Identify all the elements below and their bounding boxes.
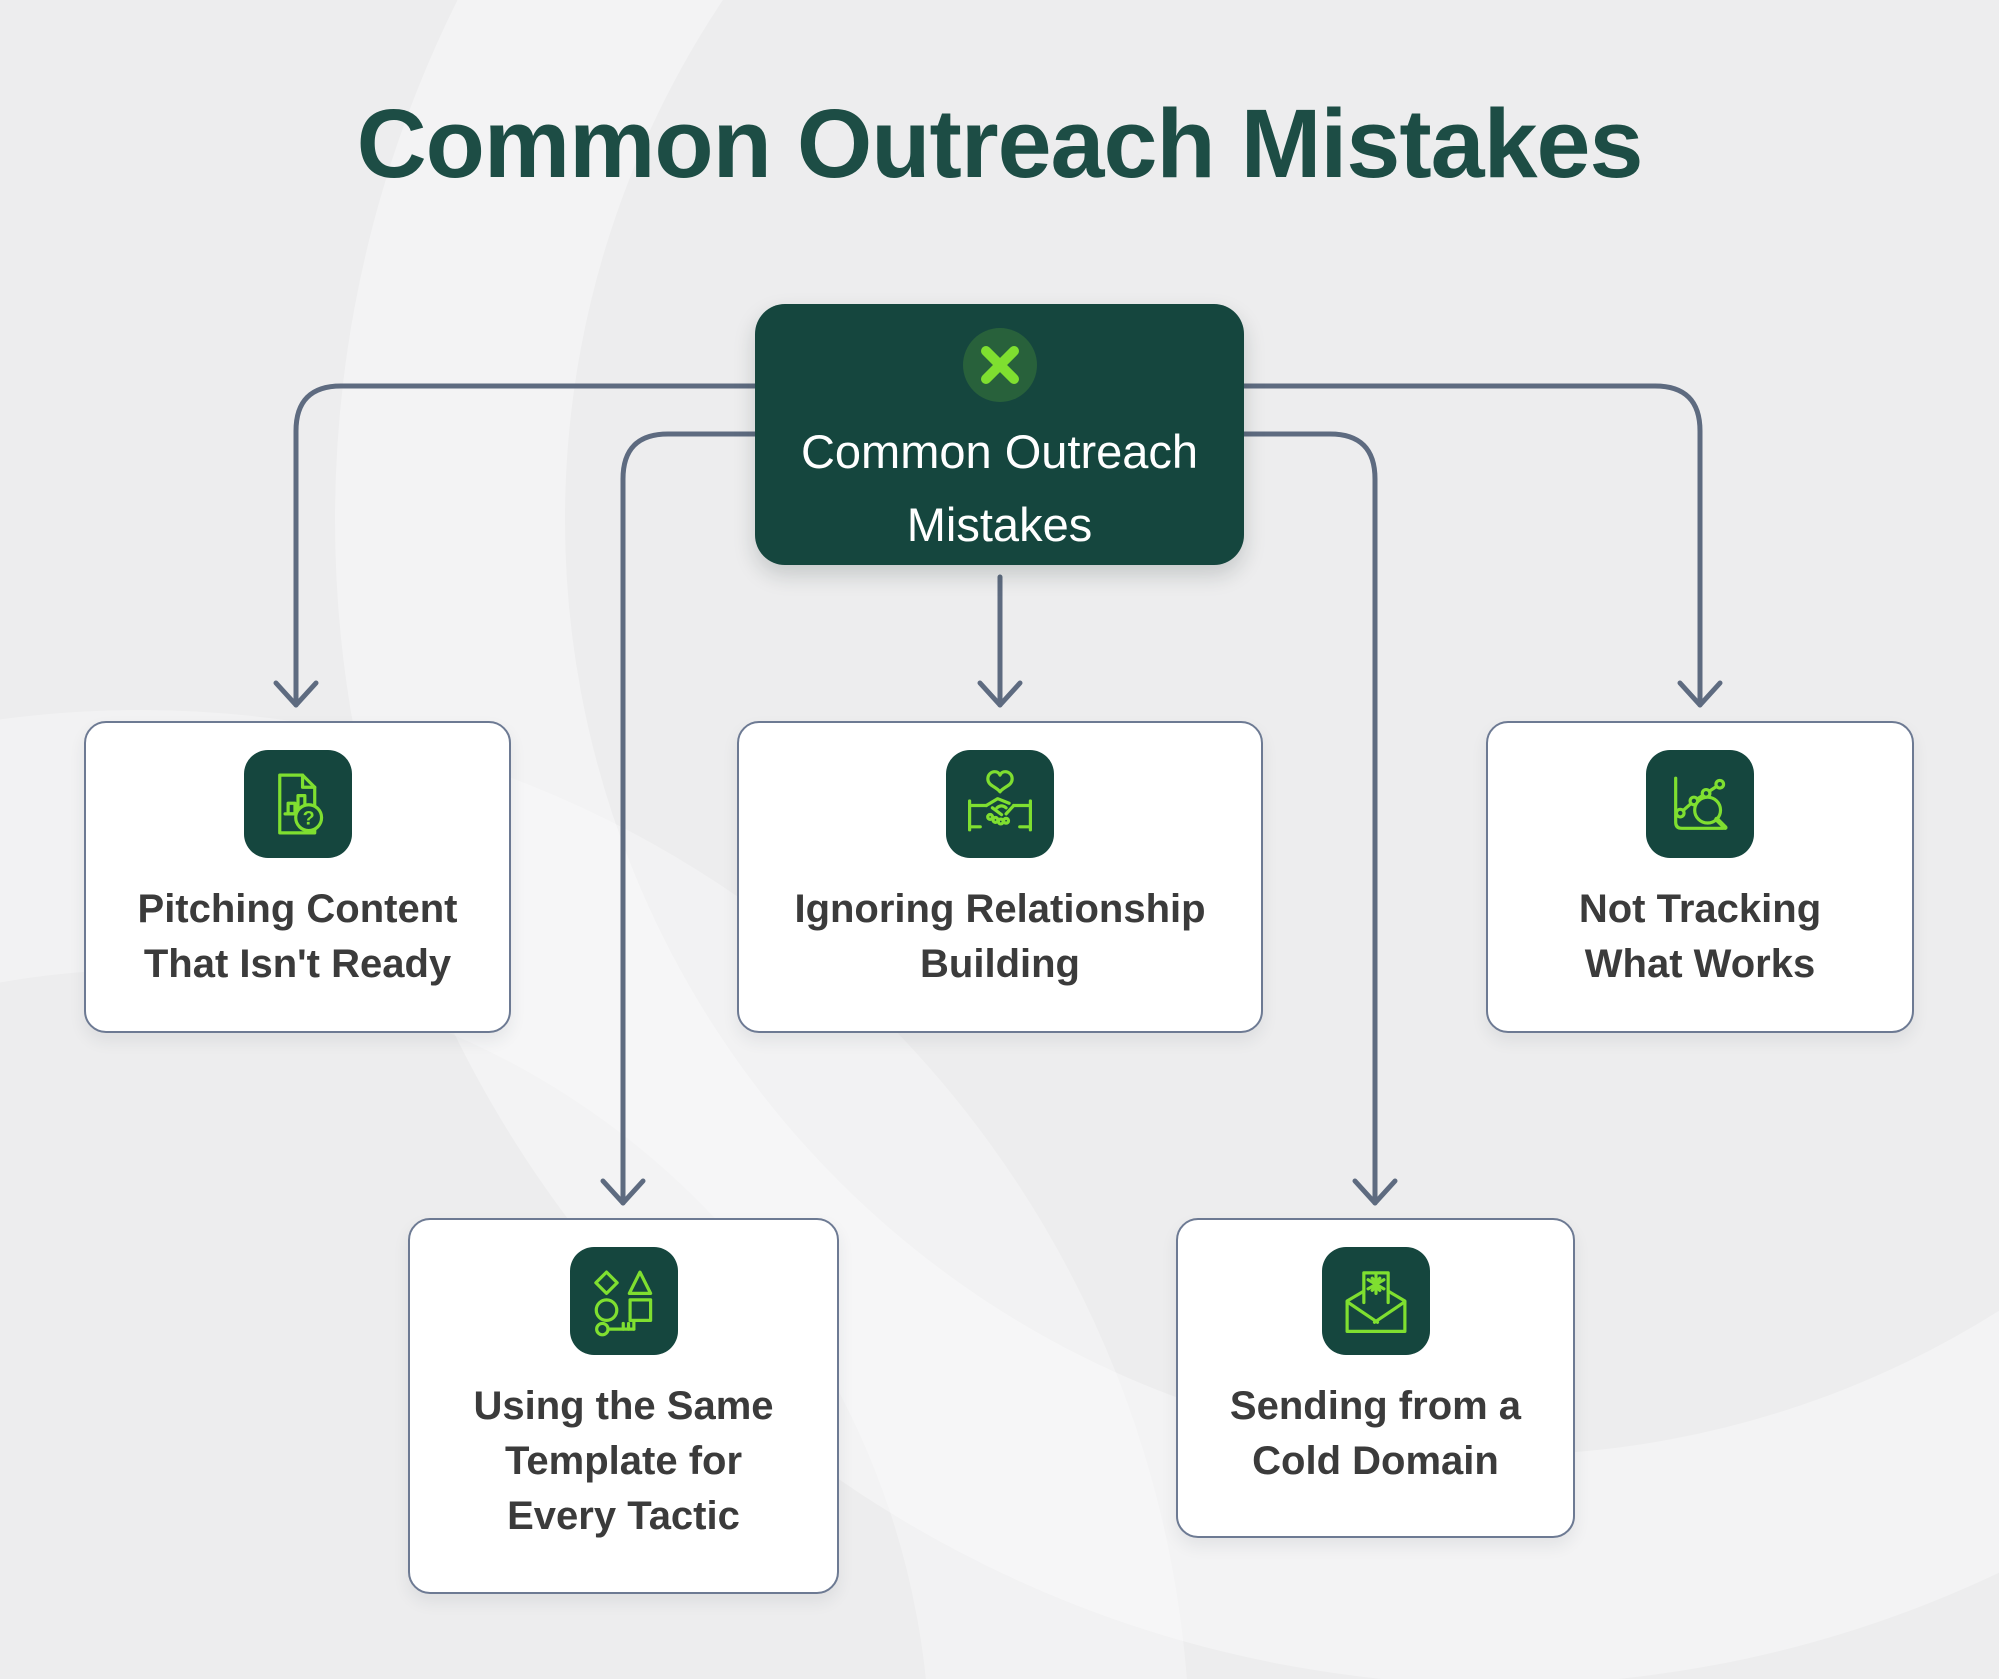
icon-tile xyxy=(946,750,1054,858)
branch-card-relationship: Ignoring Relationship Building xyxy=(737,721,1263,1033)
icon-tile xyxy=(569,1247,678,1355)
page-title: Common Outreach Mistakes xyxy=(356,89,1644,198)
envelope-snowflake-icon xyxy=(1345,1271,1406,1333)
shapes-key-icon xyxy=(593,1270,652,1337)
branch-card-cold-domain: Sending from a Cold Domain xyxy=(1176,1218,1575,1538)
chart-magnifier-icon xyxy=(1674,776,1728,831)
branch-card-label: Not Tracking What Works xyxy=(1578,887,1822,987)
icon-tile xyxy=(1646,750,1754,858)
document-chart-question-icon: ? xyxy=(277,773,323,835)
branch-card-label: Pitching Content That Isn't Ready xyxy=(137,887,458,987)
branch-card-label: Ignoring Relationship Building xyxy=(794,887,1206,987)
branch-card-label: Sending from a Cold Domain xyxy=(1229,1384,1522,1484)
branch-card-label: Using the Same Template for Every Tactic xyxy=(473,1384,774,1539)
icon-tile: ? xyxy=(243,750,352,858)
handshake-heart-icon xyxy=(968,770,1032,832)
svg-text:?: ? xyxy=(302,808,314,830)
x-mark-icon xyxy=(962,328,1037,402)
root-node: Common Outreach Mistakes xyxy=(755,304,1244,565)
root-node-label: Common Outreach Mistakes xyxy=(800,425,1199,551)
icon-tile xyxy=(1321,1247,1430,1355)
branch-card-pitching: ? Pitching Content That Isn't Ready xyxy=(84,721,511,1033)
branch-card-template: Using the Same Template for Every Tactic xyxy=(408,1218,839,1594)
branch-card-tracking: Not Tracking What Works xyxy=(1486,721,1914,1033)
